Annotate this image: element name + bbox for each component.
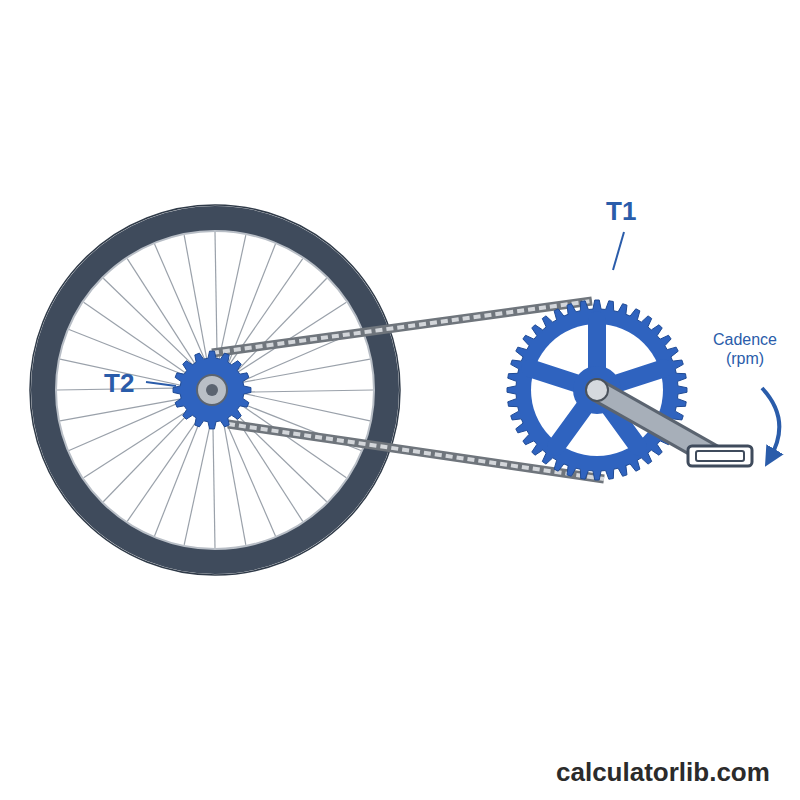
- leader-line: [146, 382, 176, 386]
- crank-bolt: [586, 379, 608, 401]
- gear-label: T2: [104, 368, 134, 399]
- pedal: [688, 446, 752, 466]
- crank-arm: [586, 379, 752, 466]
- spoke: [224, 278, 327, 385]
- leader-line: [613, 232, 624, 270]
- spoke: [221, 244, 275, 382]
- watermark: calculatorlib.com: [556, 757, 770, 788]
- spokes: [57, 232, 373, 548]
- rim: [55, 230, 375, 550]
- cadence-label: Cadence (rpm): [709, 330, 781, 368]
- spoke: [218, 259, 302, 381]
- cadence-arrow: [762, 388, 779, 458]
- chainring-teeth: [507, 300, 687, 480]
- spoke: [224, 359, 370, 386]
- axle: [206, 384, 218, 396]
- tire-edge: [30, 205, 400, 575]
- rear-wheel: [30, 205, 400, 575]
- hub: [197, 375, 227, 405]
- cog-teeth: [173, 351, 251, 429]
- gear-label: T1: [606, 196, 636, 227]
- tire: [43, 218, 387, 562]
- chainring: [507, 300, 687, 480]
- rear-cog: [173, 351, 251, 429]
- pedal-tread: [696, 451, 744, 461]
